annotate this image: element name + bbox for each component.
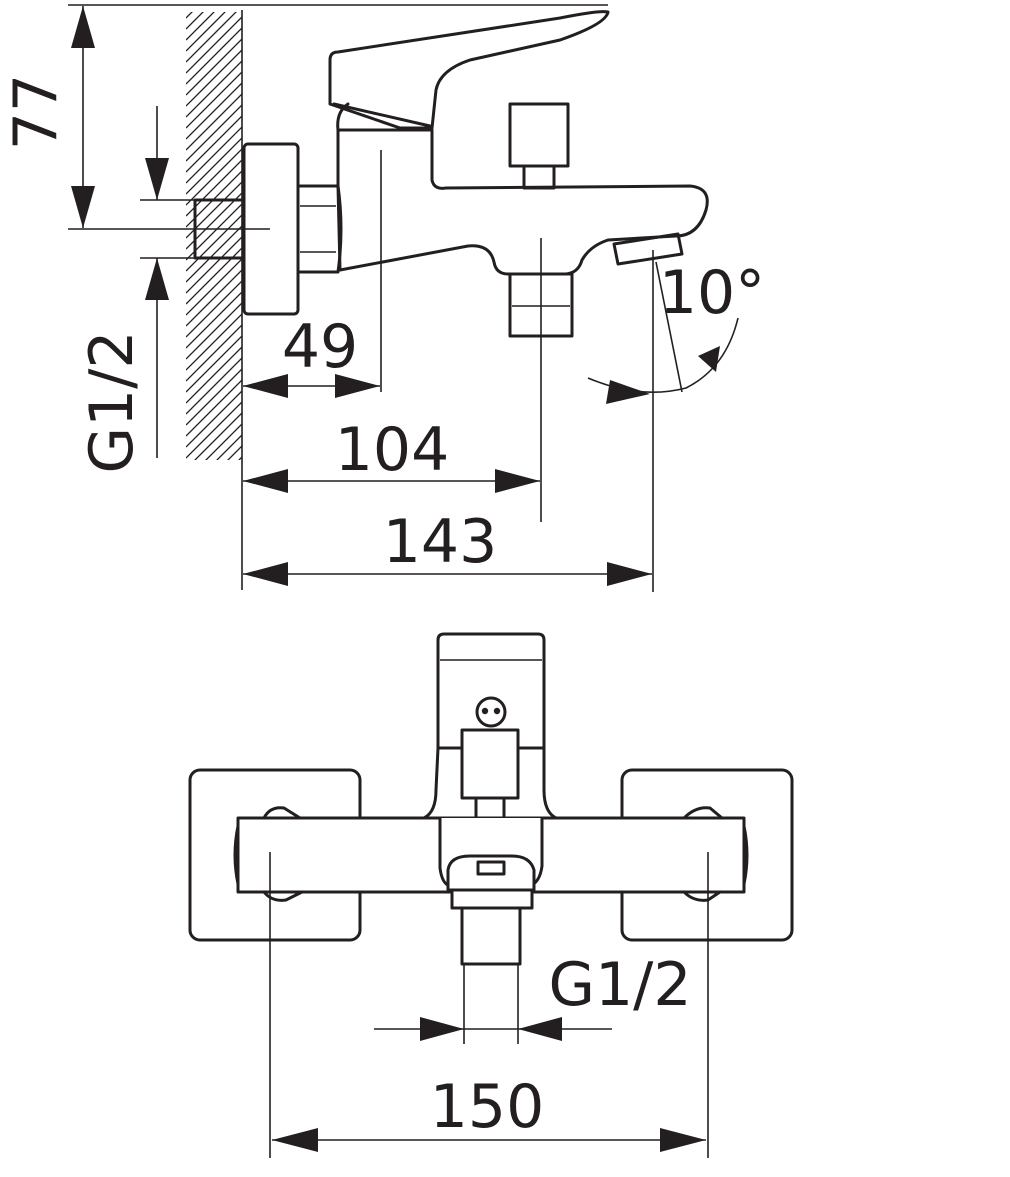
angle-arrow-left — [606, 380, 650, 404]
side-view: 77 G1/2 49 104 143 10° — [1, 0, 765, 592]
dim-143-label: 143 — [383, 507, 498, 577]
hatch-line — [186, 225, 242, 283]
hot-cold-indicator-icon — [475, 696, 507, 728]
hatch-line — [216, 434, 242, 460]
thread-arrow-top — [145, 158, 169, 200]
hatch-line — [186, 324, 242, 382]
dim-150-arrow-right — [660, 1128, 706, 1152]
hatch-line — [186, 137, 242, 195]
hatch-line — [186, 93, 242, 151]
hatch-line — [186, 401, 242, 459]
thread-label-side: G1/2 — [77, 330, 147, 473]
thread-label-front: G1/2 — [548, 950, 691, 1020]
thread-arrow-bottom — [145, 258, 169, 300]
body-end-right — [742, 824, 749, 886]
hatch-line — [238, 456, 242, 460]
hatch-line — [186, 71, 242, 129]
hatch-line — [186, 335, 242, 393]
dim-150-label: 150 — [430, 1072, 545, 1142]
dim-77-label: 77 — [1, 74, 71, 150]
hatch-line — [186, 12, 215, 41]
indicator-dot-left — [481, 707, 489, 715]
hatch-line — [186, 27, 242, 85]
thread-front-arrow-right — [518, 1017, 562, 1041]
hatch-line — [186, 479, 242, 535]
indicator-dot-right — [493, 707, 501, 715]
wall-hatching — [186, 0, 242, 568]
hatch-line — [186, 214, 242, 272]
hatch-line — [186, 236, 242, 294]
dim-104-arrow-left — [243, 469, 288, 493]
aerator — [612, 232, 684, 266]
hatch-line — [186, 313, 242, 371]
angle-arrow-right — [698, 346, 720, 372]
lever-top — [436, 632, 546, 750]
lever-handle — [328, 10, 610, 130]
hatch-line — [186, 12, 204, 30]
diverter-stem — [522, 164, 556, 190]
hatch-line — [227, 445, 242, 460]
dim-104-label: 104 — [335, 415, 450, 485]
dim-143-arrow-right — [607, 562, 652, 586]
thread-front-arrow-left — [420, 1017, 464, 1041]
hatch-line — [186, 269, 242, 327]
hatch-line — [186, 115, 242, 173]
hatch-line — [186, 302, 242, 360]
hatch-line — [186, 357, 242, 415]
hatch-line — [186, 0, 242, 7]
hatch-line — [186, 12, 226, 52]
hatch-line — [186, 104, 242, 162]
hatch-line — [186, 280, 242, 338]
aerator-slot — [476, 860, 506, 876]
hatch-line — [186, 490, 242, 546]
diverter-stem-front — [474, 796, 506, 820]
hatch-line — [186, 49, 242, 107]
hatch-line — [186, 16, 242, 74]
hatch-line — [186, 60, 242, 118]
dim-49-arrow-right — [335, 374, 380, 398]
dim-49-arrow-left — [243, 374, 288, 398]
body-left-cap — [262, 806, 304, 902]
hatch-line — [186, 82, 242, 140]
dim-49-label: 49 — [282, 312, 358, 382]
diverter-knob — [508, 102, 570, 168]
hatch-line — [186, 368, 242, 426]
dim-77-arrow-bottom — [71, 186, 95, 228]
extension-aerator-tilt — [655, 261, 683, 393]
dim-104-arrow-right — [495, 469, 540, 493]
angle-label: 10° — [659, 258, 765, 328]
faucet-body — [336, 128, 709, 276]
outlet-nut-front — [450, 888, 534, 910]
hatch-line — [186, 12, 237, 63]
hatch-line — [186, 390, 242, 448]
hatch-line — [186, 291, 242, 349]
hatch-line — [194, 412, 242, 460]
hatch-line — [186, 512, 242, 568]
hatch-line — [186, 148, 242, 206]
hex-nut — [296, 184, 343, 274]
dim-77-arrow-top — [71, 6, 95, 48]
hatch-line — [186, 379, 242, 437]
body-end-left — [233, 824, 240, 886]
handle-neck — [332, 102, 432, 132]
hatch-line — [186, 258, 242, 316]
dim-150-arrow-left — [272, 1128, 318, 1152]
hatch-line — [186, 38, 242, 96]
outlet-pipe-front — [460, 906, 522, 966]
hatch-line — [186, 346, 242, 404]
front-view: G1/2 150 — [188, 632, 794, 1158]
hatch-line — [186, 468, 242, 524]
hatch-line — [205, 423, 242, 460]
hatch-line — [186, 501, 242, 557]
diverter-knob-front — [460, 728, 520, 800]
hatch-line — [186, 126, 242, 184]
dim-143-arrow-left — [243, 562, 288, 586]
